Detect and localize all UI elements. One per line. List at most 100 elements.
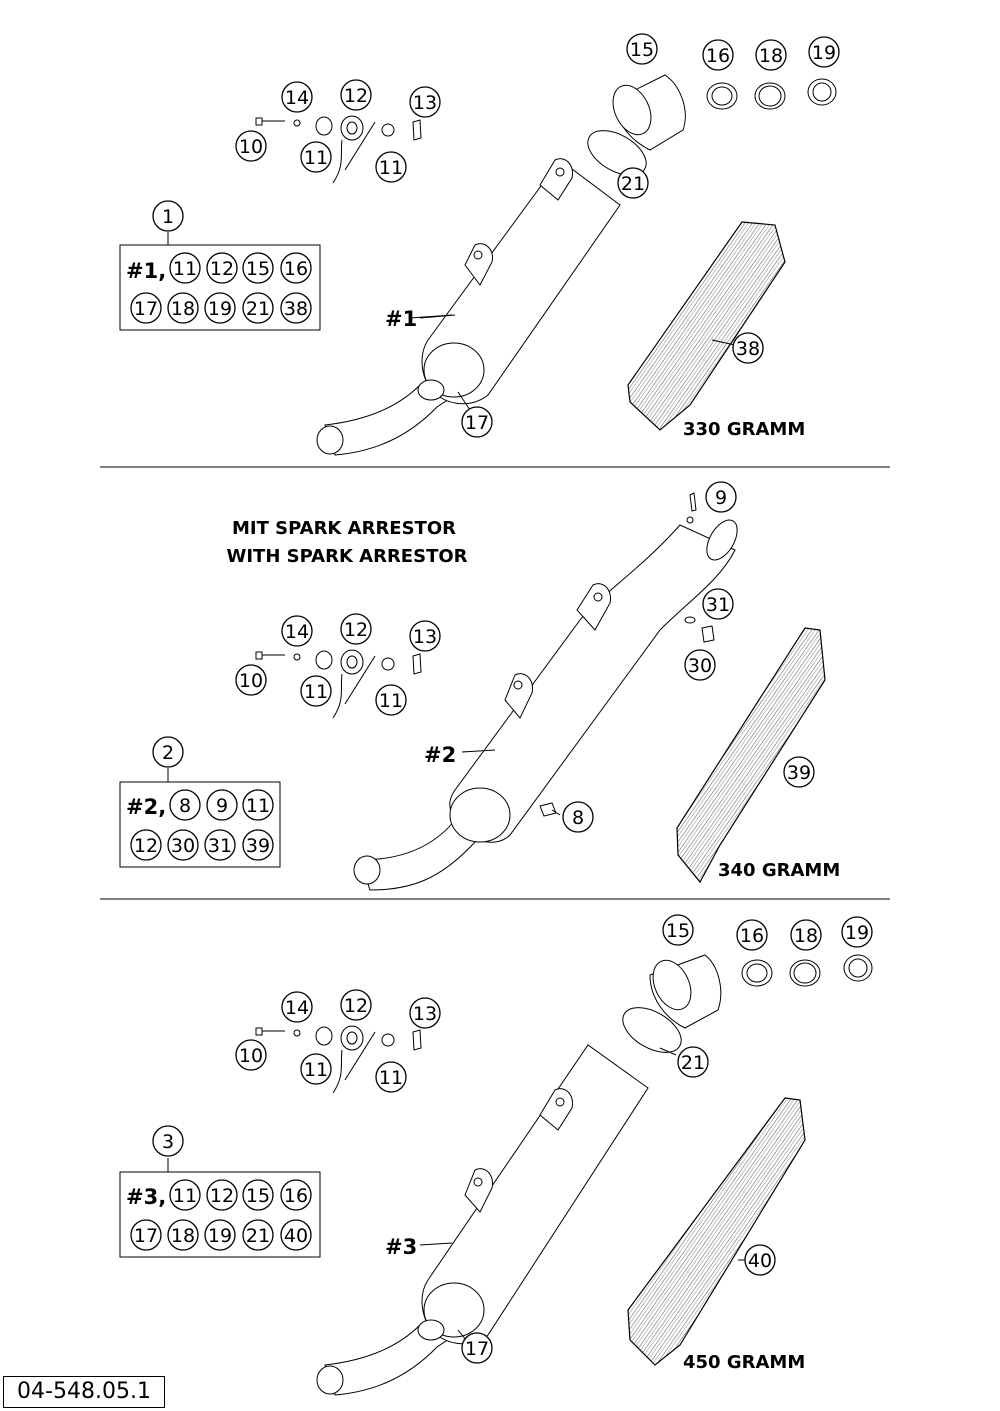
callout-circle <box>242 292 274 324</box>
part-callout: 9 <box>705 481 737 513</box>
callout-number: 21 <box>681 1052 705 1074</box>
part-callout: 16 <box>280 252 312 284</box>
callout-number: 12 <box>134 835 158 857</box>
callout-number: 8 <box>179 795 191 817</box>
callout-circle <box>169 789 201 821</box>
part-callout: 30 <box>167 829 199 861</box>
part-callout: 17 <box>130 1219 162 1251</box>
callout-circle <box>375 151 407 183</box>
part-callout: 21 <box>677 1046 709 1078</box>
callout-number: 17 <box>134 298 158 320</box>
callout-number: 11 <box>379 690 403 712</box>
callout-circle <box>281 81 313 113</box>
part-callout: 21 <box>617 167 649 199</box>
callout-circle <box>684 649 716 681</box>
callout-circle <box>340 79 372 111</box>
callout-number: 12 <box>344 619 368 641</box>
callout-number: 9 <box>715 487 727 509</box>
part-callout: 11 <box>375 684 407 716</box>
mounting-hardware <box>255 649 422 719</box>
part-callout: 16 <box>280 1179 312 1211</box>
callout-number: 17 <box>465 1338 489 1360</box>
callout-circle <box>242 1179 274 1211</box>
part-callout: 17 <box>461 1332 493 1364</box>
callout-number: 14 <box>285 997 309 1019</box>
weight-label: 450 GRAMM <box>683 1352 805 1373</box>
part-callout: 18 <box>755 39 787 71</box>
end-cap-parts <box>622 954 873 1053</box>
kit-prefix: #1, <box>126 259 166 283</box>
callout-circle <box>169 1179 201 1211</box>
callout-number: 13 <box>413 1003 437 1025</box>
callout-number: 3 <box>162 1131 174 1153</box>
part-callout: 15 <box>662 914 694 946</box>
callout-circle <box>790 919 822 951</box>
note-line-2: WITH SPARK ARRESTOR <box>226 546 467 567</box>
callout-number: 40 <box>748 1250 772 1272</box>
part-callout: 11 <box>375 151 407 183</box>
callout-number: 10 <box>239 136 263 158</box>
part-callout: 11 <box>300 1053 332 1085</box>
part-callout: 11 <box>300 675 332 707</box>
part-callout: 38 <box>280 292 312 324</box>
part-callout: 16 <box>702 39 734 71</box>
callout-circle <box>409 86 441 118</box>
callout-circle <box>235 130 267 162</box>
callout-circle <box>152 736 184 768</box>
callout-number: 15 <box>246 258 270 280</box>
callout-number: 21 <box>246 298 270 320</box>
callout-circle <box>340 989 372 1021</box>
callout-number: 12 <box>344 995 368 1017</box>
callout-circle <box>755 39 787 71</box>
part-callout: 2 <box>152 736 184 768</box>
callout-circle <box>617 167 649 199</box>
callout-circle <box>280 1219 312 1251</box>
callout-circle <box>242 252 274 284</box>
part-callout: 14 <box>281 81 313 113</box>
callout-circle <box>677 1046 709 1078</box>
callout-number: 14 <box>285 621 309 643</box>
callout-circle <box>300 1053 332 1085</box>
callout-number: 14 <box>285 87 309 109</box>
callout-number: 8 <box>572 807 584 829</box>
part-callout: 14 <box>281 991 313 1023</box>
callout-circle <box>783 756 815 788</box>
callout-number: 21 <box>621 173 645 195</box>
callout-circle <box>206 1179 238 1211</box>
callout-circle <box>705 481 737 513</box>
part-callout: 13 <box>409 997 441 1029</box>
callout-circle <box>152 200 184 232</box>
callout-number: 12 <box>210 258 234 280</box>
part-callout: 21 <box>242 292 274 324</box>
callout-circle <box>744 1244 776 1276</box>
callout-circle <box>300 141 332 173</box>
part-callout: 13 <box>409 86 441 118</box>
callout-circle <box>732 332 764 364</box>
callout-circle <box>242 829 274 861</box>
part-callout: 15 <box>626 33 658 65</box>
callout-circle <box>808 36 840 68</box>
callout-number: 11 <box>304 1059 328 1081</box>
callout-circle <box>242 789 274 821</box>
callout-number: 15 <box>630 39 654 61</box>
kit-prefix: #3, <box>126 1185 166 1209</box>
callout-circle <box>461 406 493 438</box>
callout-number: 30 <box>171 835 195 857</box>
end-cap-parts <box>587 74 837 176</box>
callout-number: 15 <box>246 1185 270 1207</box>
callout-number: 16 <box>740 925 764 947</box>
part-callout: 18 <box>167 292 199 324</box>
part-callout: 17 <box>461 406 493 438</box>
callout-number: 39 <box>787 762 811 784</box>
part-callout: 19 <box>841 916 873 948</box>
callout-circle <box>736 919 768 951</box>
part-callout: 15 <box>242 252 274 284</box>
silencer-mark: #3 <box>385 1235 417 1259</box>
callout-number: 11 <box>379 1067 403 1089</box>
silencer-mark: #2 <box>424 743 456 767</box>
callout-circle <box>130 829 162 861</box>
part-callout: 12 <box>206 252 238 284</box>
section-3 <box>119 954 873 1396</box>
callout-number: 38 <box>284 298 308 320</box>
callout-number: 11 <box>304 681 328 703</box>
